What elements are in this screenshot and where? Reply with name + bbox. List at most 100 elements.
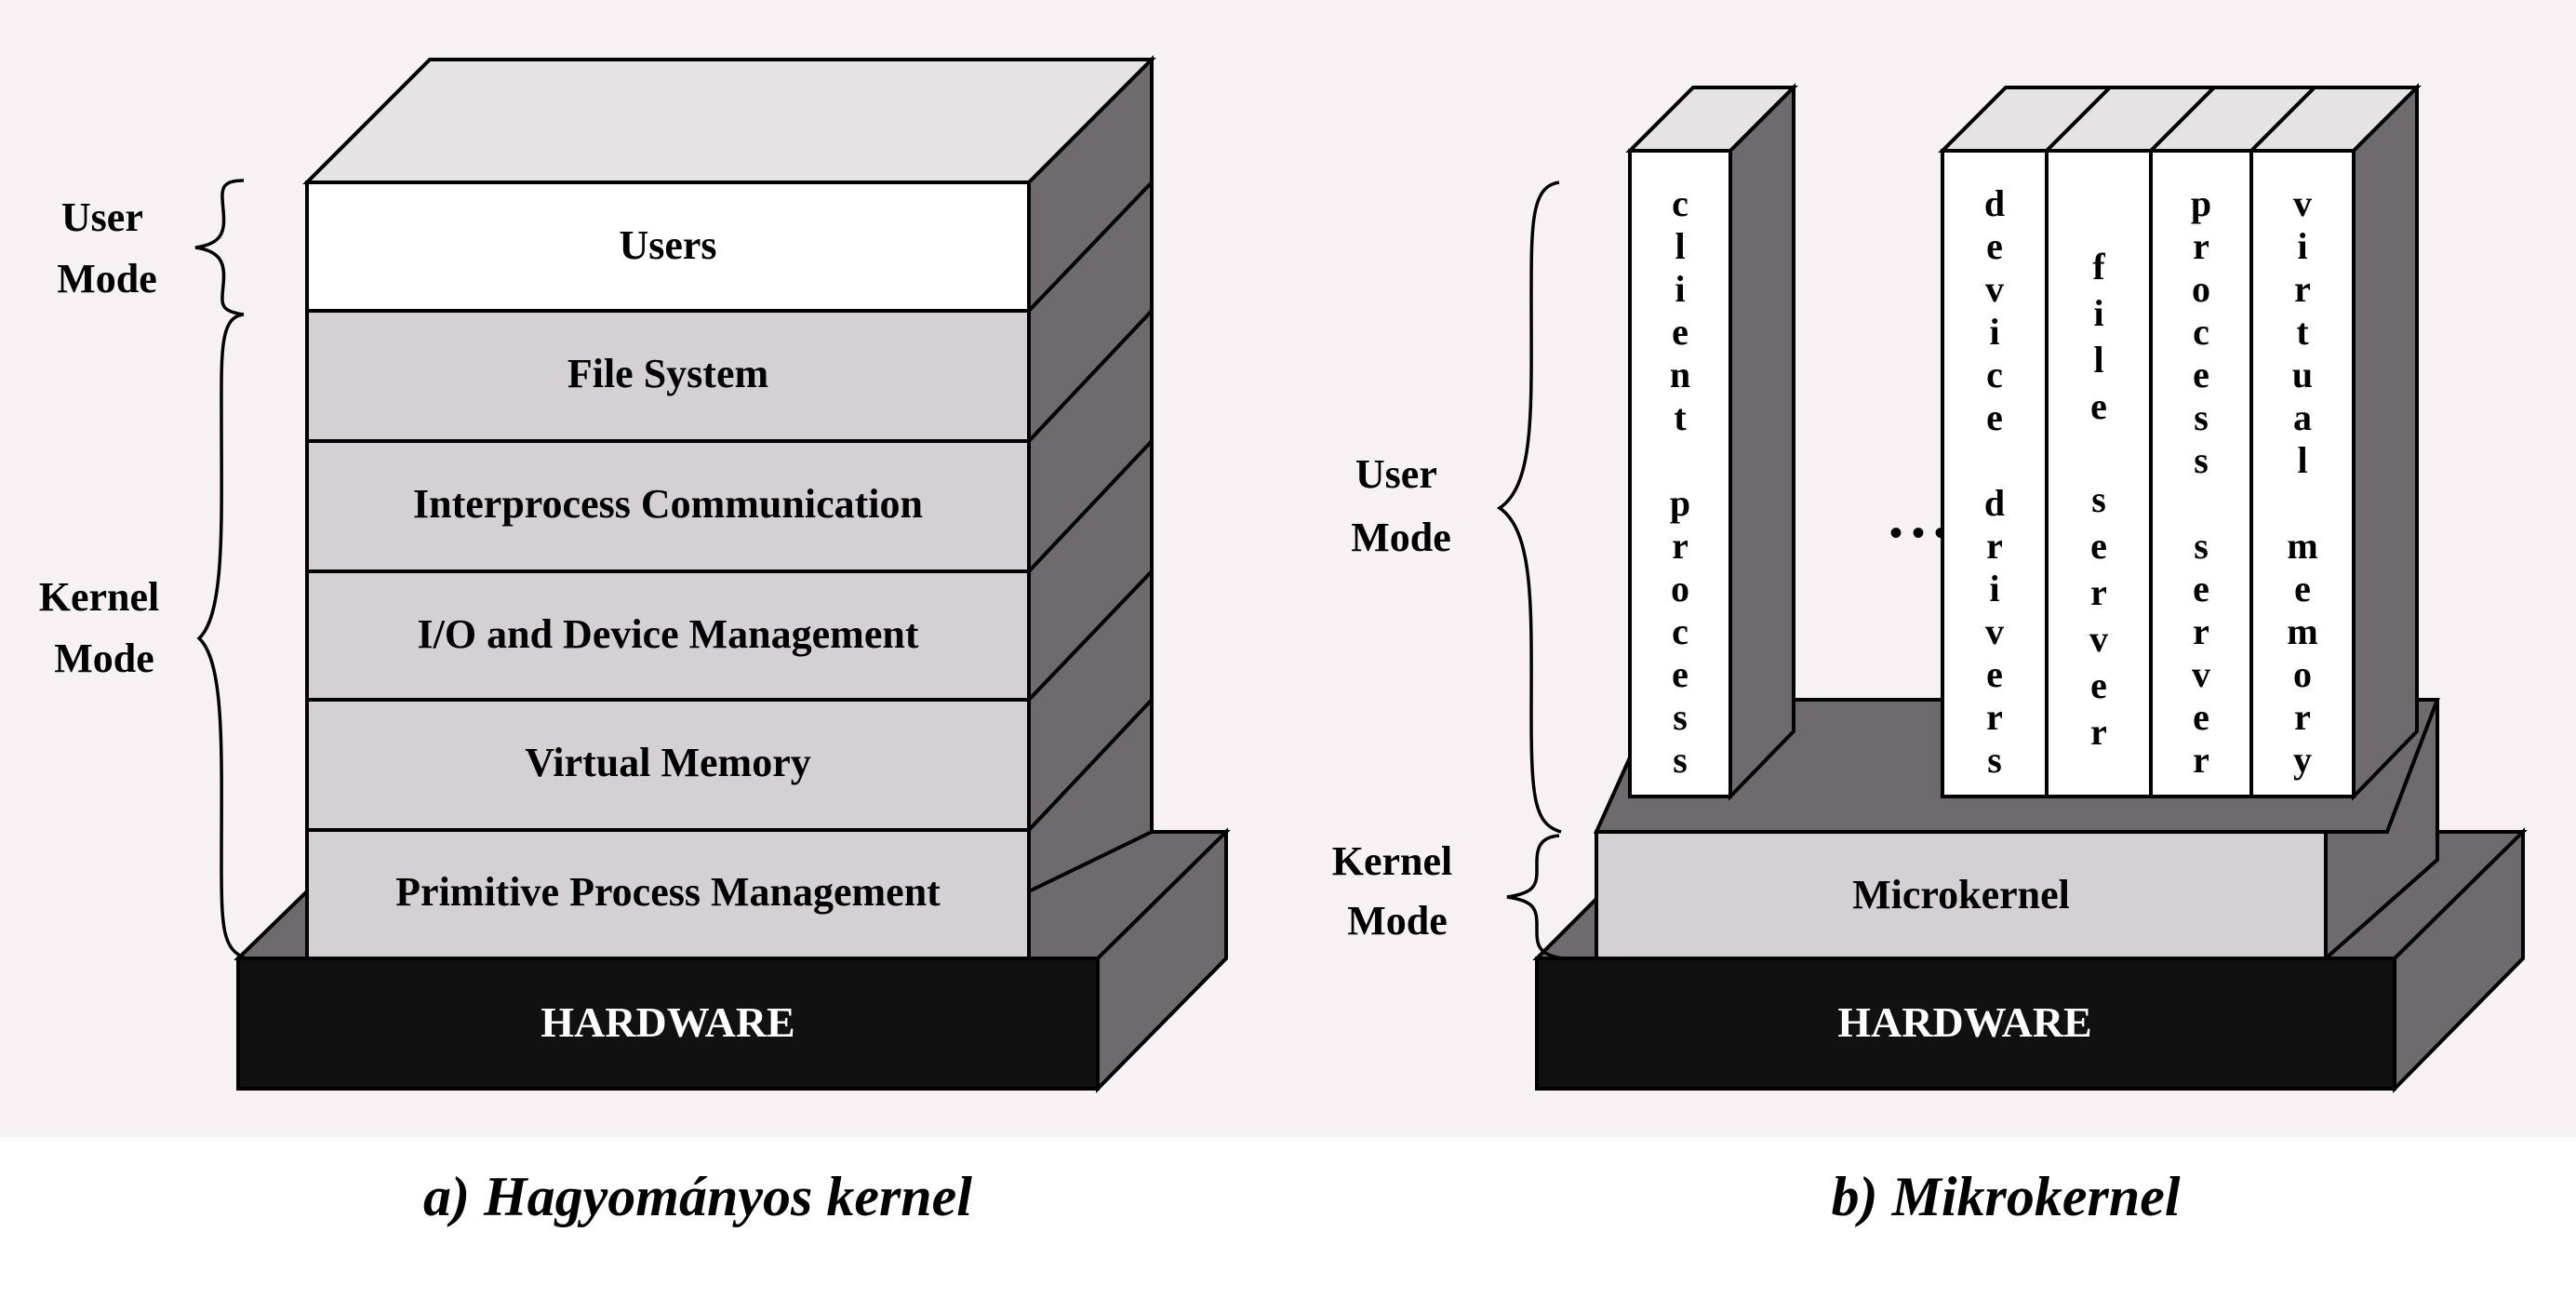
column-letter: e xyxy=(1986,653,2003,695)
column-letter: d xyxy=(1984,182,2005,224)
stack-side-face xyxy=(1027,55,1154,963)
microkernel-label: Microkernel xyxy=(1852,872,2070,917)
column-letter: v xyxy=(2192,653,2210,695)
column-letter: c xyxy=(1672,182,1688,224)
column-letter: c xyxy=(1986,354,2003,395)
user-mode-brace xyxy=(194,179,245,316)
column-letter: p xyxy=(1670,482,1690,524)
column-letter: v xyxy=(1985,610,2004,652)
column-letter: s xyxy=(1673,739,1688,781)
column-letter: s xyxy=(2091,478,2106,520)
layer-users xyxy=(305,181,1031,313)
column-letter: s xyxy=(2194,439,2209,481)
column-letter: e xyxy=(1672,311,1688,353)
column-letter: d xyxy=(1984,482,2005,524)
column-letter: s xyxy=(2194,396,2209,438)
column-letter: c xyxy=(2193,311,2209,353)
column-letter: e xyxy=(2294,568,2311,609)
layer-primitive-process xyxy=(305,828,1031,960)
right-mode-annotations: User Mode Kernel Mode xyxy=(1332,181,1564,960)
column-letter: i xyxy=(1989,311,1999,353)
user-mode-label: User Mode xyxy=(57,194,157,301)
hardware-label: HARDWARE xyxy=(541,998,794,1046)
column-letter: f xyxy=(2092,246,2105,288)
column-letter: a xyxy=(2293,396,2312,438)
right-hardware-slab: HARDWARE xyxy=(1532,827,2528,1093)
client-process-front xyxy=(1628,149,1732,798)
kernel-mode-label: Kernel Mode xyxy=(39,574,170,681)
column-letter: e xyxy=(1986,396,2003,438)
column-letter: e xyxy=(2090,385,2107,427)
column-letter: s xyxy=(1987,739,2002,781)
user-mode-brace xyxy=(1496,181,1562,834)
column-letter: t xyxy=(1674,396,1687,438)
column-letter: i xyxy=(1989,568,1999,609)
column-letter: r xyxy=(2294,696,2311,738)
column-letter: e xyxy=(2193,354,2209,395)
microkernel-front xyxy=(1595,830,2328,960)
column-letter: r xyxy=(1986,525,2003,567)
layer-ipc xyxy=(305,439,1031,573)
stack-top-face xyxy=(302,58,1156,184)
column-letter: r xyxy=(2090,571,2107,613)
column-letter: r xyxy=(1986,696,2003,738)
column-letter: i xyxy=(1675,268,1685,310)
column-letter: m xyxy=(2287,525,2317,567)
virtual-memory-front xyxy=(2249,149,2356,798)
column-letter: e xyxy=(1672,653,1688,695)
column-letter: i xyxy=(2297,225,2307,267)
kernel-mode-brace xyxy=(1506,834,1564,960)
column-side-face xyxy=(2352,83,2419,801)
kernel-mode-brace xyxy=(196,313,247,960)
layer-label: I/O and Device Management xyxy=(418,611,919,657)
caption-traditional-kernel: a) Hagyományos kernel xyxy=(423,1166,972,1227)
layer-io-device xyxy=(305,569,1031,702)
column-letter: r xyxy=(1672,525,1688,567)
file-server-front xyxy=(2045,149,2153,798)
hardware-label: HARDWARE xyxy=(1837,998,2091,1046)
column-letter: m xyxy=(2287,610,2317,652)
layer-virtual-memory xyxy=(305,698,1031,832)
column-letter: o xyxy=(1671,568,1689,609)
layer-label: Interprocess Communication xyxy=(413,481,923,527)
device-drivers-front xyxy=(1941,149,2049,798)
column-letter: r xyxy=(2193,739,2209,781)
layer-label: Users xyxy=(619,222,716,268)
left-mode-annotations: User Mode Kernel Mode xyxy=(39,179,247,960)
column-letter: l xyxy=(2297,439,2307,481)
column-letter: e xyxy=(2193,568,2209,609)
column-letter: r xyxy=(2193,225,2209,267)
layer-label: Virtual Memory xyxy=(525,740,810,785)
column-letter: e xyxy=(2090,664,2107,706)
column-letter: r xyxy=(2090,711,2107,753)
column-letter: y xyxy=(2293,739,2312,781)
process-server-front xyxy=(2149,149,2253,798)
column-letter: v xyxy=(2293,182,2312,224)
column-letter: r xyxy=(2193,610,2209,652)
kernel-mode-label: Kernel Mode xyxy=(1332,838,1463,944)
column-letter: s xyxy=(1673,696,1688,738)
column-letter: c xyxy=(1672,610,1688,652)
column-letter: s xyxy=(2194,525,2209,567)
column-letter: n xyxy=(1670,354,1690,395)
caption-microkernel: b) Mikrokernel xyxy=(1832,1166,2181,1227)
column-letter: e xyxy=(1986,225,2003,267)
column-letter: l xyxy=(2093,339,2103,381)
column-letter: i xyxy=(2093,292,2103,334)
column-letter: l xyxy=(1675,225,1685,267)
column-letter: e xyxy=(2090,525,2107,567)
column-side-face xyxy=(1728,83,1795,801)
hardware-front xyxy=(236,957,1100,1091)
user-mode-label: User Mode xyxy=(1351,451,1451,560)
column-letter: o xyxy=(2192,268,2210,310)
layer-label: File System xyxy=(567,351,768,396)
column-letter: r xyxy=(2294,268,2311,310)
